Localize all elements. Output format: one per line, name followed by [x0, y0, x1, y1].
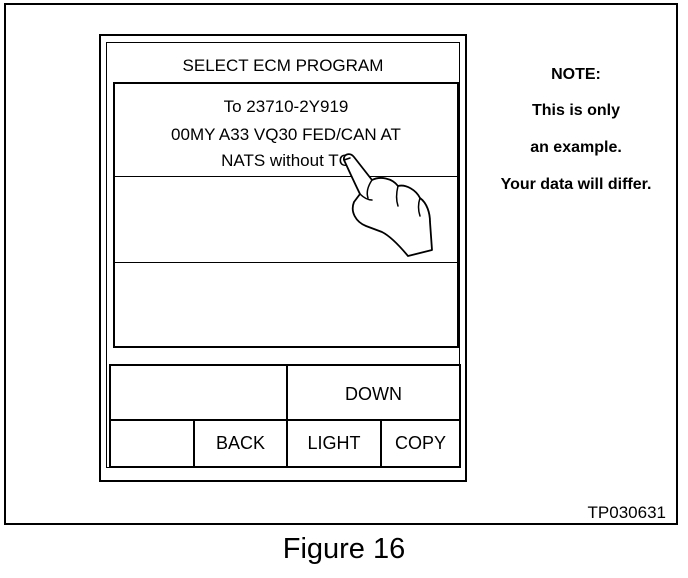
list-divider-2: [115, 262, 457, 263]
screen-title: SELECT ECM PROGRAM: [182, 56, 384, 75]
light-button[interactable]: LIGHT: [307, 433, 361, 453]
note-line-2: an example.: [530, 139, 622, 156]
button-panel: [109, 364, 461, 468]
button-row-divider: [109, 419, 461, 421]
list-divider-1: [115, 176, 457, 177]
button-divider-left: [193, 419, 195, 468]
note-heading: NOTE:: [551, 66, 601, 83]
figure-frame: [4, 3, 678, 525]
note-line-3: Your data will differ.: [500, 176, 652, 193]
consult-device: [99, 34, 467, 482]
note-line-1: This is only: [531, 102, 620, 119]
program-list: [113, 82, 459, 348]
copy-button[interactable]: COPY: [394, 433, 446, 453]
down-button[interactable]: DOWN: [345, 384, 402, 404]
program-line-2[interactable]: 00MY A33 VQ30 FED/CAN AT: [171, 125, 401, 144]
button-divider-center: [286, 364, 288, 468]
program-line-1[interactable]: To 23710-2Y919: [223, 97, 349, 116]
figure-caption: Figure 16: [282, 533, 406, 565]
back-button[interactable]: BACK: [215, 433, 266, 453]
button-divider-right: [380, 419, 382, 468]
figure-code: TP030631: [587, 503, 666, 522]
program-line-3[interactable]: NATS without TC: [221, 151, 351, 170]
